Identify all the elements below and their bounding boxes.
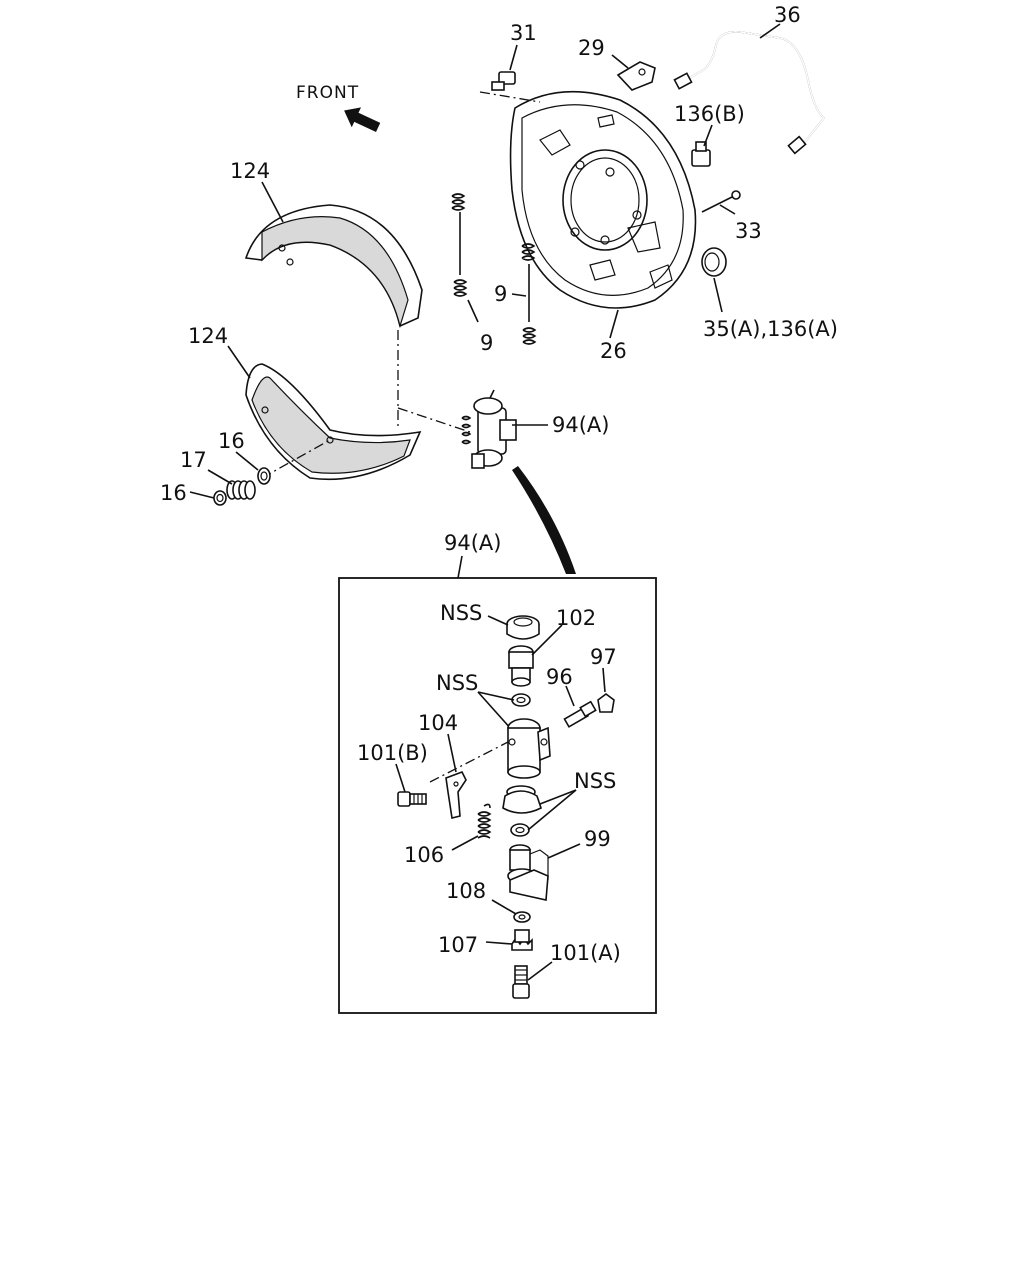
callout-9-side: 9 [494,282,507,306]
cylinder-body [507,718,551,779]
dust-boot-lower [502,785,542,814]
front-label: FRONT [296,83,359,103]
bleeder-cap-97 [597,693,615,713]
hold-down-washer [213,490,227,506]
callout-136b: 136(B) [674,102,745,126]
adjuster-wheel-107 [511,929,533,951]
callout-107: 107 [438,933,478,957]
callout-101a: 101(A) [550,941,621,965]
callout-96: 96 [546,665,573,689]
piston-99 [507,844,549,901]
spring-106 [477,803,492,839]
brake-shoe-upper [244,204,423,329]
hold-down-spring-17 [226,480,256,500]
callout-17: 17 [180,448,207,472]
front-arrow-icon [344,107,381,132]
callout-16-upper: 16 [218,429,245,453]
adjuster-screw-101a [512,965,530,999]
wheel-cylinder-assembly [461,389,517,469]
callout-33: 33 [735,219,762,243]
callout-nss-middle: NSS [436,671,478,695]
callout-104: 104 [418,711,458,735]
callout-26: 26 [600,339,627,363]
dust-boot-upper [506,615,540,640]
cup-seal-upper [511,693,531,707]
callout-nss-upper: NSS [440,601,482,625]
callout-29: 29 [578,36,605,60]
callout-97: 97 [590,645,617,669]
bolt-101b [397,791,427,807]
cup-seal-lower [510,823,530,837]
callout-106: 106 [404,843,444,867]
piston-102 [508,645,534,687]
adjuster-lever-104 [445,770,467,819]
return-spring-lower [521,243,537,345]
callout-31: 31 [510,21,537,45]
callout-108: 108 [446,879,486,903]
plug-136b [691,141,711,167]
callout-nss-lower: NSS [574,769,616,793]
bracket-29 [616,61,656,91]
brake-pipe-36 [673,30,826,155]
detail-pointer [512,466,576,574]
callout-102: 102 [556,606,596,630]
callout-101b: 101(B) [357,741,428,765]
brake-shoe-lower [245,363,422,481]
detail-box [338,577,657,1014]
callout-16-lower: 16 [160,481,187,505]
callout-9-lower: 9 [480,331,493,355]
bleeder-screw-96 [563,700,597,728]
return-spring-upper [451,193,468,297]
callout-94a: 94(A) [552,413,609,437]
callout-124-upper: 124 [230,159,270,183]
callout-36: 36 [774,3,801,27]
callout-35a-136a: 35(A),136(A) [703,317,838,341]
callout-124-lower: 124 [188,324,228,348]
backing-plate [509,90,697,309]
washer-108 [513,911,531,923]
hold-down-cup [257,467,271,485]
detail-title: 94(A) [444,531,501,555]
bolt-31 [491,71,516,91]
callout-99: 99 [584,827,611,851]
pin-33 [701,190,741,213]
plug-35a [701,247,727,277]
